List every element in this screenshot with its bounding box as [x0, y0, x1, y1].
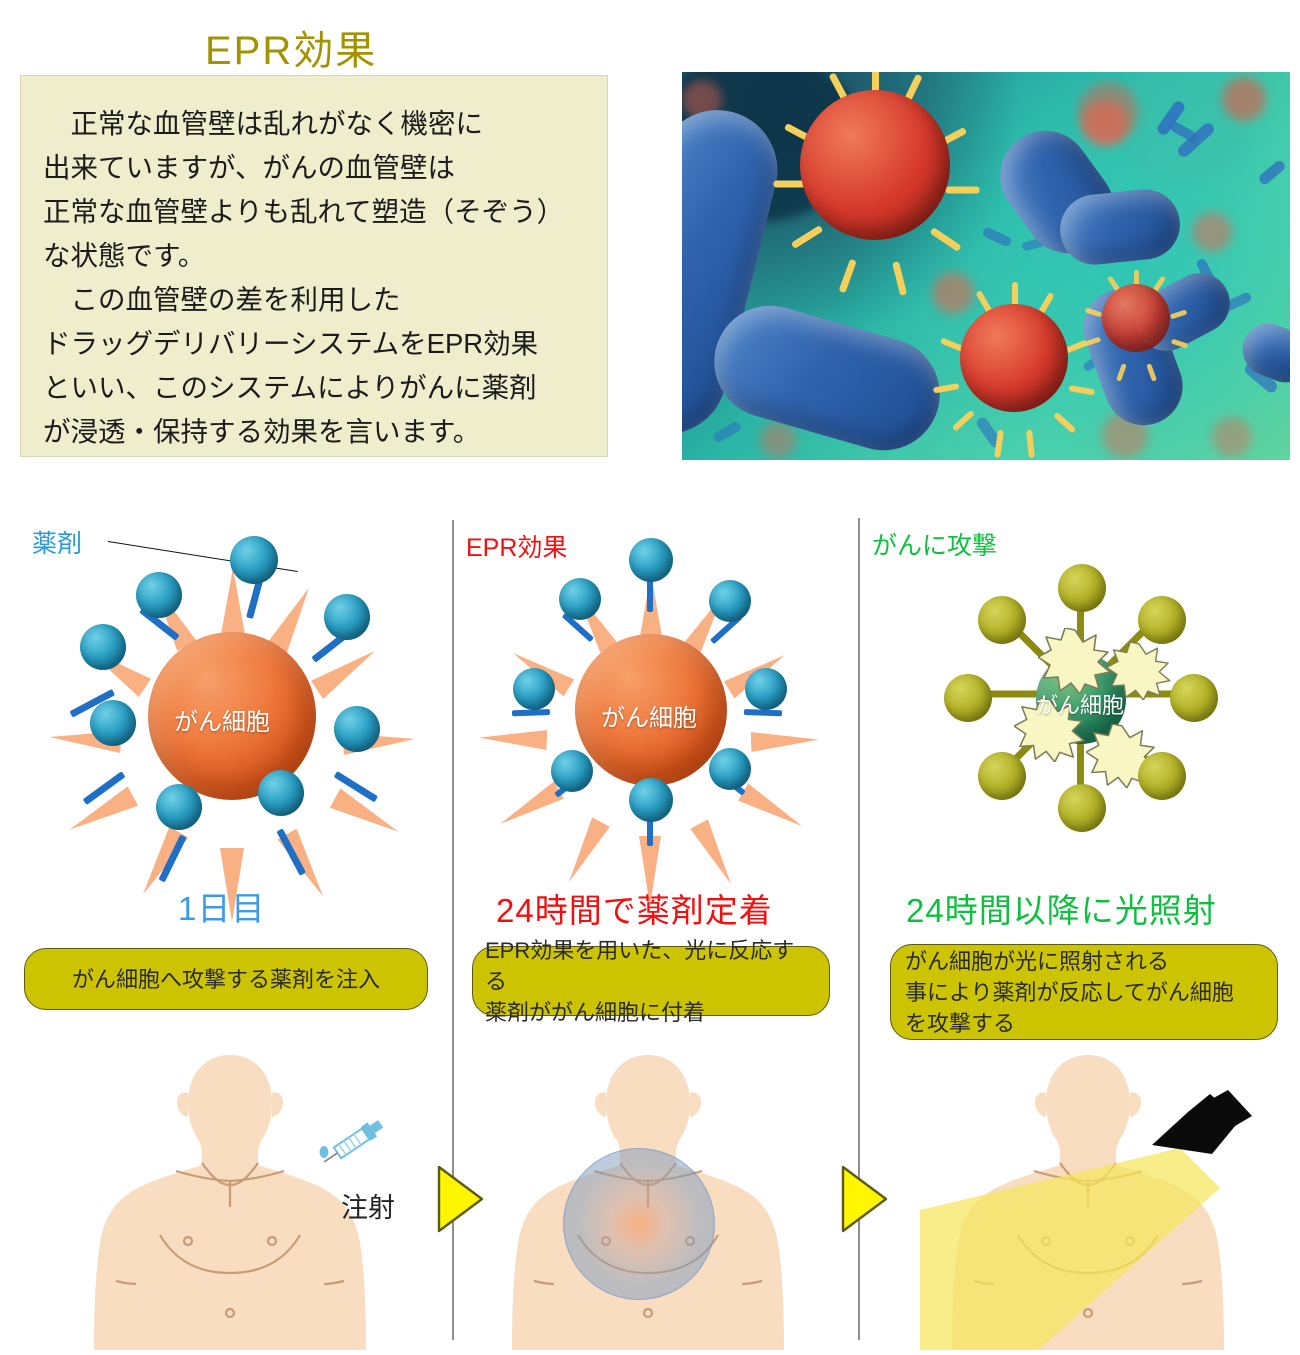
drug-particle [156, 784, 202, 830]
bacterium-large [701, 292, 953, 460]
burst-icon [1038, 628, 1111, 694]
light-beam [920, 1100, 1280, 1350]
drug-particle [258, 770, 304, 816]
virus-particle [932, 282, 1096, 459]
burst-icon [1106, 642, 1171, 700]
drug-particle [513, 668, 555, 710]
drug-particle [551, 750, 593, 792]
stage-3-caption-text: がん細胞が光に照射される 事により薬剤が反応してがん細胞 を攻撃する [905, 948, 1234, 1036]
drug-particle [230, 536, 278, 584]
bacterium-rod [1256, 158, 1288, 187]
cancer-cell-with-drugs-1: がん細胞 [48, 536, 408, 868]
syringe-icon [318, 1110, 394, 1172]
stage-2-title: 24時間で薬剤定着 [496, 892, 773, 929]
cell-label: がん細胞 [1036, 693, 1125, 718]
background-virus [1078, 82, 1138, 142]
description-text: 正常な血管壁は乱れがなく機密に 出来ていますが、がんの血管壁は 正常な血管壁より… [43, 108, 565, 447]
burst-icon [1014, 698, 1085, 762]
photosensitizer-particle [1138, 596, 1186, 644]
background-virus [1222, 77, 1266, 121]
background-virus [760, 422, 796, 458]
drug-particle [629, 778, 673, 822]
stage-1-title: 1日目 [178, 890, 266, 927]
background-virus [1212, 417, 1252, 457]
photosensitizer-particle [978, 752, 1026, 800]
stage-1-caption-text: がん細胞へ攻撃する薬剤を注入 [71, 966, 380, 992]
photosensitizer-particle [1058, 564, 1106, 612]
photosensitizer-particle [978, 596, 1026, 644]
virus-particle [773, 72, 980, 296]
column-divider [858, 518, 860, 1340]
microbiology-illustration [682, 72, 1290, 460]
photosensitizer-particle [1138, 752, 1186, 800]
description-box: 正常な血管壁は乱れがなく機密に 出来ていますが、がんの血管壁は 正常な血管壁より… [20, 75, 608, 457]
drug-particle [136, 572, 182, 618]
stage-3-title: 24時間以降に光照射 [906, 892, 1217, 929]
drug-particle [334, 706, 380, 752]
bacterium-rod [711, 420, 743, 444]
stage-2-tag: EPR効果 [466, 534, 568, 562]
drug-particle [80, 624, 126, 670]
background-virus [932, 272, 974, 314]
bacterium-rod [981, 226, 1013, 248]
arrow-right-icon [840, 1163, 890, 1235]
column-divider [452, 520, 454, 1340]
drug-particle [709, 748, 751, 790]
stage-2-caption-text: EPR効果を用いた、光に反応する 薬剤ががん細胞に付着 [485, 937, 795, 1025]
injection-label: 注射 [341, 1193, 395, 1223]
page-title: EPR効果 [205, 29, 378, 73]
drug-retention-zone [563, 1148, 715, 1300]
drug-particle [324, 594, 370, 640]
stage-2-caption-box: EPR効果を用いた、光に反応する 薬剤ががん細胞に付着 [472, 938, 830, 1025]
background-virus [1192, 212, 1232, 252]
flashlight-icon [1148, 1090, 1258, 1170]
cell-label: がん細胞 [174, 709, 270, 736]
arrow-right-icon [436, 1163, 486, 1235]
human-figure-1 [70, 1045, 390, 1350]
photosensitizer-particle [1170, 674, 1218, 722]
photosensitizer-particle [1058, 784, 1106, 832]
drug-particle [629, 538, 673, 582]
drug-particle [709, 580, 751, 622]
virus-particle [1083, 270, 1189, 382]
photosensitizer-particle [944, 674, 992, 722]
drug-particle [559, 578, 601, 620]
stage-1-caption-box: がん細胞へ攻撃する薬剤を注入 [24, 948, 428, 1010]
stage-1-tag: 薬剤 [32, 530, 83, 558]
stage-3-tag: がんに攻撃 [872, 532, 998, 560]
cell-label: がん細胞 [601, 705, 697, 732]
stage-3-caption-box: がん細胞が光に照射される 事により薬剤が反応してがん細胞 を攻撃する [890, 944, 1278, 1040]
drug-particle [90, 700, 136, 746]
attacked-cancer-cell: がん細胞 [930, 556, 1230, 846]
drug-particle [745, 668, 787, 710]
cancer-cell-with-drugs-2: がん細胞 [487, 538, 807, 856]
